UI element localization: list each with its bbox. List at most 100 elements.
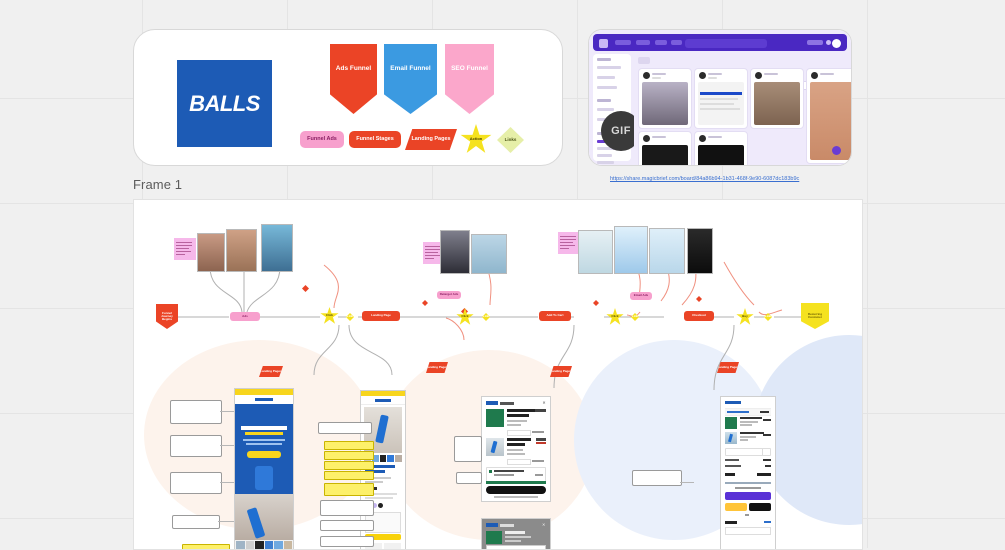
annotation-callout[interactable] xyxy=(318,422,372,434)
card-thumbnail[interactable] xyxy=(642,145,688,165)
board-card[interactable] xyxy=(694,68,748,129)
annotation-callout[interactable] xyxy=(320,500,374,516)
close-icon[interactable]: ✕ xyxy=(542,522,546,527)
mockup-cart-drawer[interactable]: ✕ xyxy=(481,396,551,502)
board-card[interactable] xyxy=(638,131,692,165)
mockup-landing-page-hero[interactable] xyxy=(234,388,294,549)
close-icon[interactable]: ✕ xyxy=(542,400,546,405)
add-to-bag-button[interactable] xyxy=(365,534,401,540)
ad-creative[interactable] xyxy=(614,226,648,274)
annotation-callout[interactable] xyxy=(320,520,374,531)
ad-creative[interactable] xyxy=(261,224,293,272)
node-ads-3[interactable]: Email Ads xyxy=(630,292,652,300)
banner-seo-funnel[interactable]: SEO Funnel xyxy=(445,44,494,114)
card-thumbnail[interactable] xyxy=(642,82,688,125)
annotation-callout[interactable] xyxy=(170,435,222,457)
ad-creative[interactable] xyxy=(687,228,713,274)
legend-links-diamond[interactable]: Links xyxy=(497,127,524,153)
annotation-callout[interactable] xyxy=(170,400,222,424)
sidebar-item-trends[interactable] xyxy=(597,76,615,79)
annotation-callout[interactable] xyxy=(170,472,222,494)
ad-creative[interactable] xyxy=(440,230,470,274)
sticky-note[interactable] xyxy=(423,242,445,264)
remove-link[interactable] xyxy=(532,431,544,433)
node-link-2[interactable]: Link xyxy=(482,313,490,321)
sidebar-item-my-ads[interactable] xyxy=(597,108,614,111)
banner-ads-funnel[interactable]: Ads Funnel xyxy=(330,44,377,114)
quantity-stepper[interactable] xyxy=(507,459,531,465)
sidebar-item-brands[interactable] xyxy=(597,86,617,89)
node-ads-2[interactable]: Retarget Ads xyxy=(437,291,461,299)
link-marker[interactable] xyxy=(422,300,428,306)
annotation-callout[interactable] xyxy=(454,436,482,462)
banner-email-funnel[interactable]: Email Funnel xyxy=(384,44,437,114)
frame-title-label[interactable]: Frame 1 xyxy=(133,177,183,192)
annotation-callout[interactable] xyxy=(172,515,220,529)
marker-landing-pages-1[interactable]: Landing Pages xyxy=(259,366,283,377)
funnel-journey-frame[interactable]: Funnel Journey Begins Ads Click Link Lan… xyxy=(133,199,863,550)
logo-and-legend-frame[interactable]: BALLS ™ Ads Funnel Email Funnel SEO Funn… xyxy=(133,29,563,166)
remove-link[interactable] xyxy=(532,460,544,462)
legend-landing-pages[interactable]: Landing Pages xyxy=(405,129,457,150)
nav-projects[interactable] xyxy=(615,40,631,45)
ad-creative[interactable] xyxy=(226,229,257,272)
node-funnel-journey-begins[interactable]: Funnel Journey Begins xyxy=(156,304,178,329)
board-share-url-link[interactable]: https://share.magicbrief.com/board/84a86… xyxy=(610,176,800,182)
legend-action-star[interactable]: Action xyxy=(460,124,492,153)
nav-insights[interactable] xyxy=(636,40,650,45)
mockup-checkout-page[interactable] xyxy=(720,396,776,549)
annotation-callout[interactable] xyxy=(456,472,482,484)
help-fab-icon[interactable] xyxy=(832,146,841,155)
sidebar-item-blu-atlas[interactable] xyxy=(597,154,612,157)
node-landing-page[interactable]: Landing Page xyxy=(362,311,400,321)
board-card[interactable] xyxy=(806,68,851,164)
annotation-callout[interactable] xyxy=(320,536,374,547)
sidebar-item-balls-ads[interactable] xyxy=(597,147,615,150)
breadcrumb[interactable] xyxy=(725,482,771,484)
card-thumbnail[interactable] xyxy=(698,145,744,165)
annotation-callout-highlight[interactable] xyxy=(324,451,374,460)
legend-funnel-ads[interactable]: Funnel Ads xyxy=(300,131,344,148)
gpay-button[interactable] xyxy=(749,503,771,511)
board-card[interactable] xyxy=(694,131,748,165)
order-summary-toggle[interactable] xyxy=(725,408,771,416)
paypal-button[interactable] xyxy=(725,503,747,511)
avatar[interactable] xyxy=(832,39,841,48)
carbon-offset-upsell[interactable] xyxy=(486,467,546,482)
sidebar-item-ad-inspiration[interactable] xyxy=(597,66,621,69)
magicbrief-board-frame[interactable]: GIF xyxy=(588,29,852,166)
annotation-callout[interactable] xyxy=(632,470,682,486)
bell-icon[interactable] xyxy=(826,40,831,45)
link-marker[interactable] xyxy=(593,300,599,306)
annotation-callout-highlight[interactable] xyxy=(324,483,374,496)
marker-landing-pages-3[interactable]: Landing Pages xyxy=(550,366,572,377)
marker-landing-pages-4[interactable]: Landing Pages xyxy=(717,362,739,373)
card-thumbnail[interactable] xyxy=(810,82,851,160)
ad-creative[interactable] xyxy=(197,233,225,272)
board-card[interactable] xyxy=(638,68,692,129)
legend-funnel-stages[interactable]: Funnel Stages xyxy=(349,131,401,148)
sticky-note[interactable] xyxy=(174,238,196,260)
login-link[interactable] xyxy=(764,521,771,523)
shop-pay-button[interactable] xyxy=(725,492,771,500)
node-checkout[interactable]: Checkout xyxy=(684,311,714,321)
ad-creative[interactable] xyxy=(578,230,613,274)
thumbnail-strip[interactable] xyxy=(235,540,293,549)
annotation-callout-highlight[interactable] xyxy=(182,544,230,549)
email-field[interactable] xyxy=(725,527,771,535)
node-link-1[interactable]: Link xyxy=(346,313,354,321)
sidebar-item-tray-club[interactable] xyxy=(597,161,614,164)
link-marker[interactable] xyxy=(696,296,702,302)
marker-landing-pages-2[interactable]: Landing Pages xyxy=(426,362,448,373)
board-card[interactable] xyxy=(750,68,804,129)
ad-creative[interactable] xyxy=(471,234,507,274)
annotation-callout-highlight[interactable] xyxy=(324,461,374,470)
node-link-3[interactable]: Link xyxy=(631,313,639,321)
mockup-cart-upsell-state[interactable]: ✕ xyxy=(481,518,551,549)
quantity-stepper[interactable] xyxy=(507,430,531,436)
account-pill[interactable] xyxy=(807,40,823,45)
upsell-dropdown[interactable] xyxy=(486,545,546,549)
annotation-callout-highlight[interactable] xyxy=(324,441,374,450)
node-add-to-cart[interactable]: Add To Cart xyxy=(539,311,571,321)
discount-code-input[interactable] xyxy=(725,448,763,456)
